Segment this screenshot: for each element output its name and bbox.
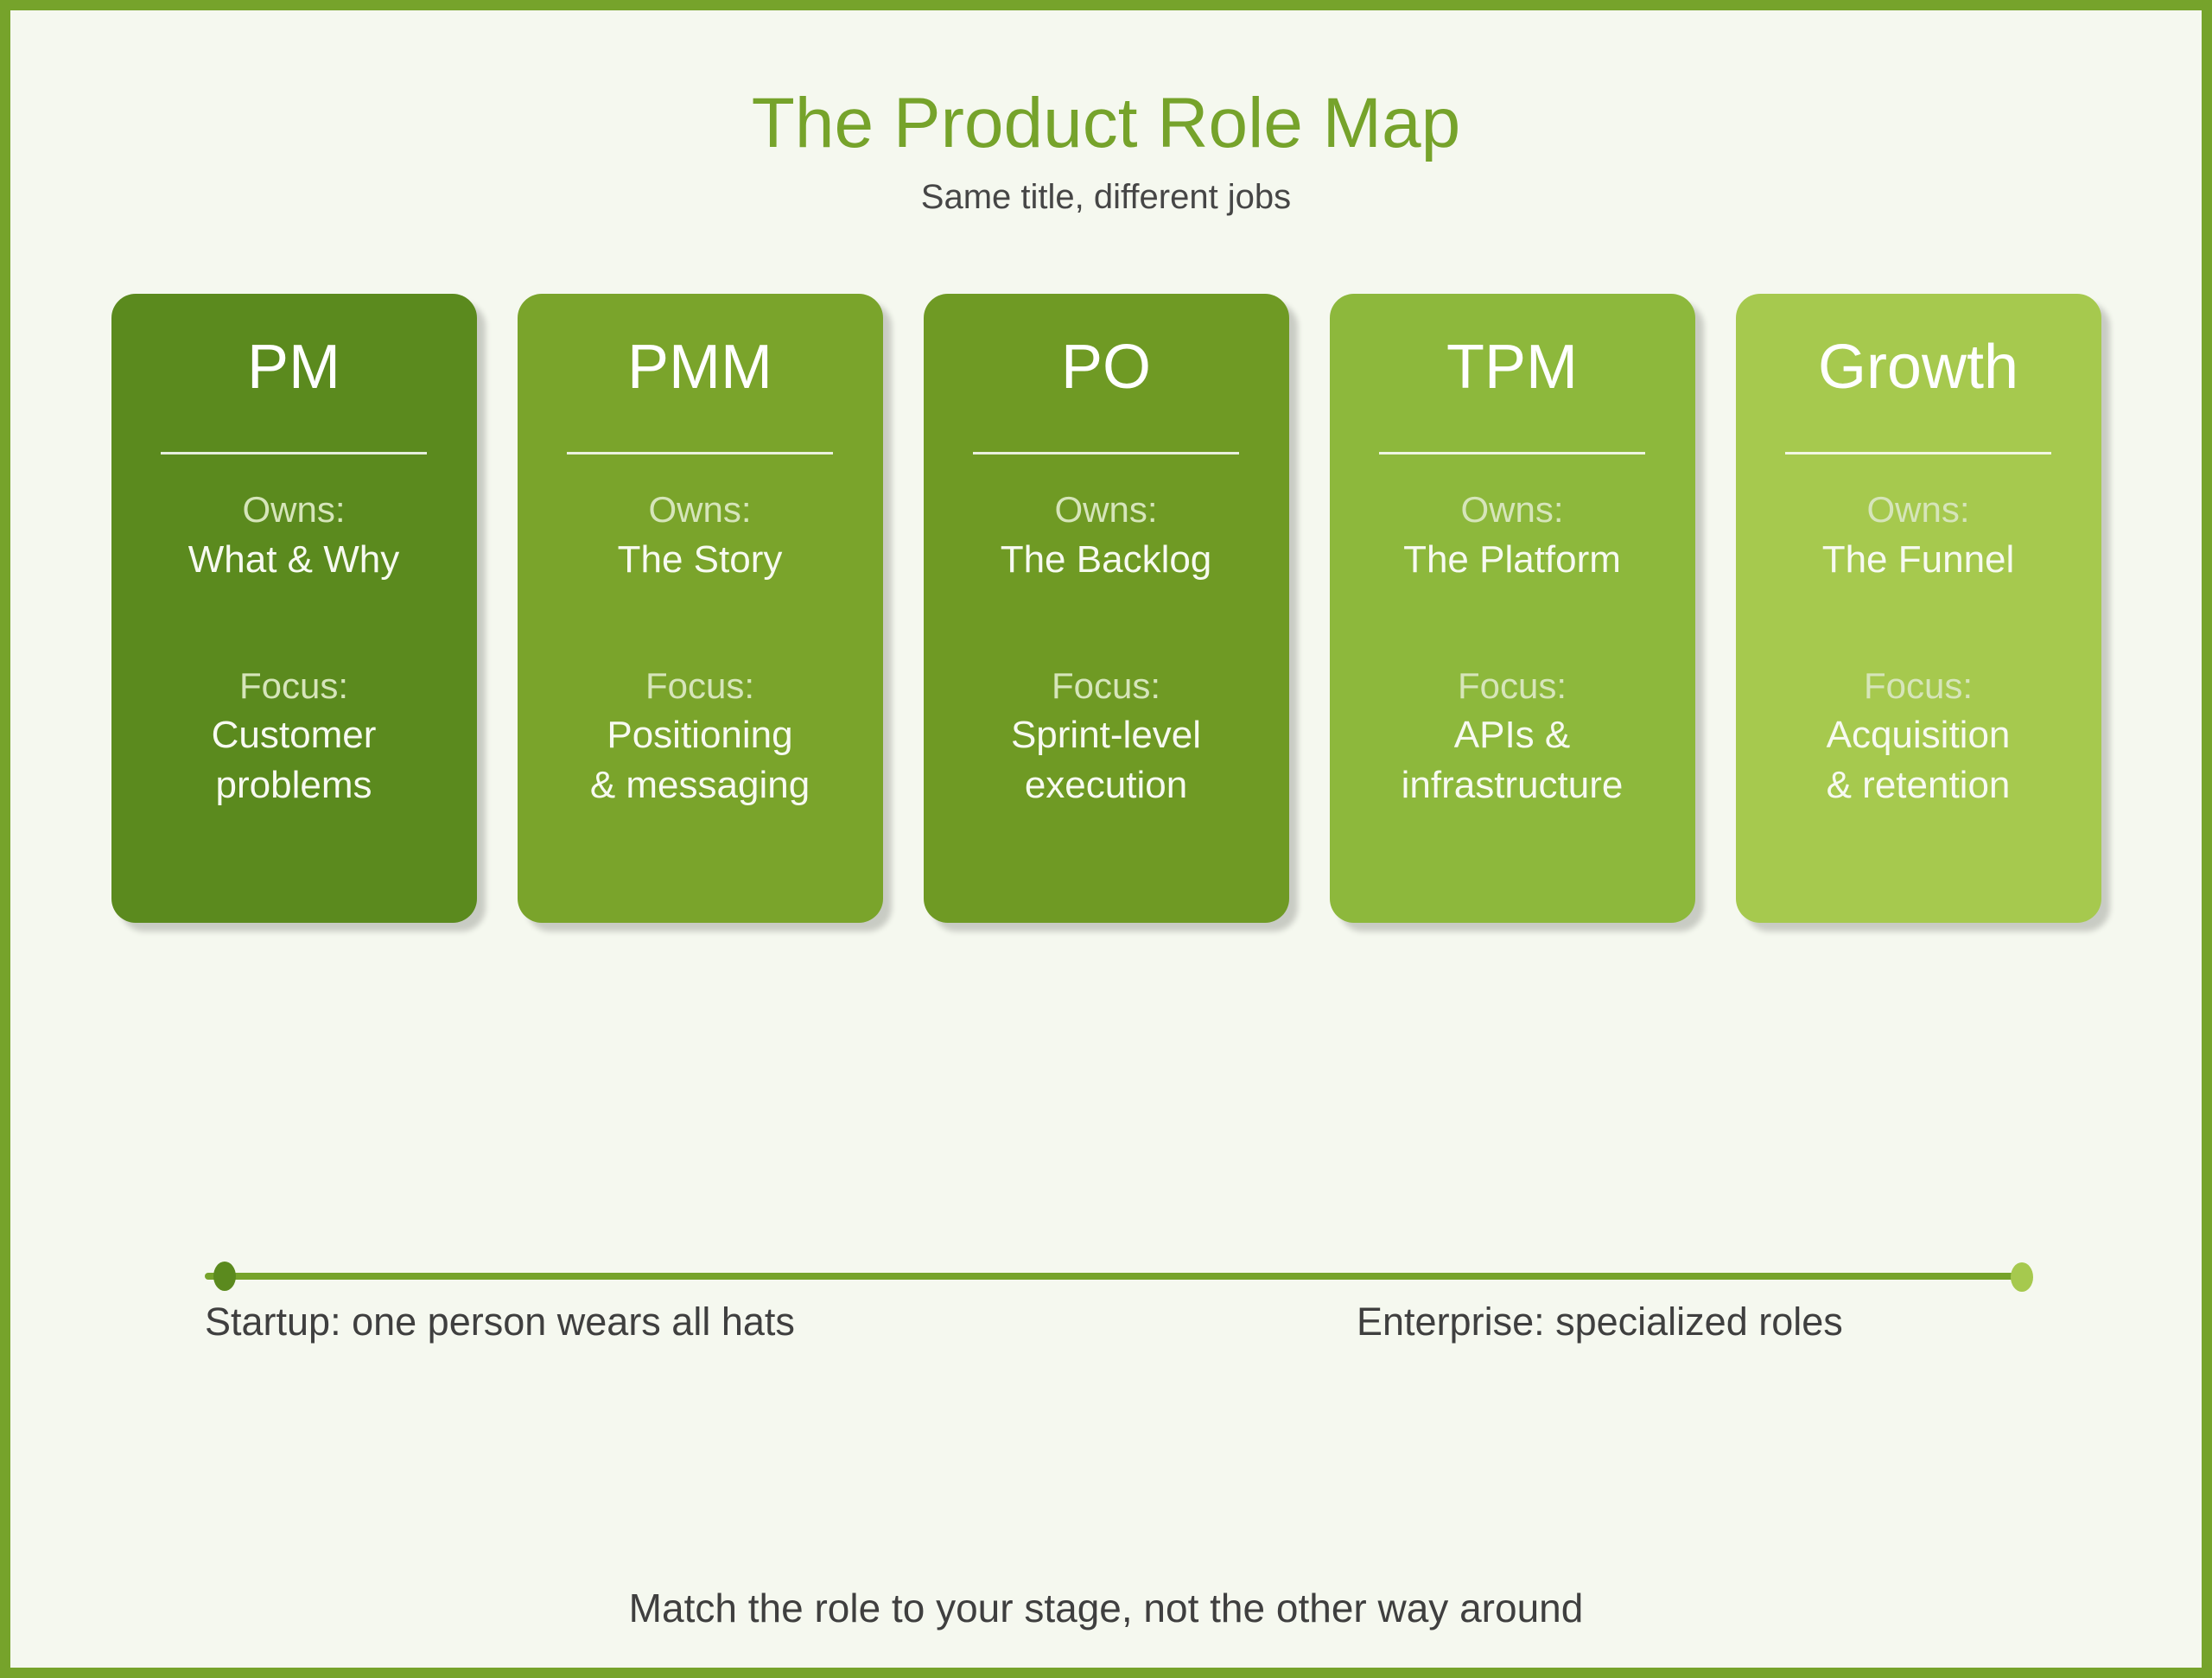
card-title: PO <box>1060 333 1152 402</box>
focus-value: Acquisition & retention <box>1826 714 2011 806</box>
card-divider <box>567 452 833 455</box>
card-divider <box>973 452 1239 455</box>
role-cards-row: PM Owns: What & Why Focus: Customer prob… <box>10 294 2202 923</box>
spectrum-line <box>205 1273 2024 1280</box>
role-card-po: PO Owns: The Backlog Focus: Sprint-level… <box>923 294 1289 923</box>
spectrum-label-enterprise: Enterprise: specialized roles <box>1357 1300 1843 1344</box>
owns-value: The Funnel <box>1821 537 2015 581</box>
role-card-pm: PM Owns: What & Why Focus: Customer prob… <box>111 294 477 923</box>
focus-label: Focus: <box>238 664 349 706</box>
focus-label: Focus: <box>1863 664 1974 706</box>
card-title: PMM <box>627 333 772 402</box>
focus-value: APIs & infrastructure <box>1401 714 1624 806</box>
owns-value: What & Why <box>188 537 400 581</box>
owns-label: Owns: <box>242 489 346 531</box>
page-title: The Product Role Map <box>751 84 1461 162</box>
page-subtitle: Same title, different jobs <box>920 178 1292 216</box>
focus-label: Focus: <box>645 664 755 706</box>
owns-label: Owns: <box>648 489 752 531</box>
footer-note: Match the role to your stage, not the ot… <box>628 1586 1584 1630</box>
owns-label: Owns: <box>1866 489 1970 531</box>
owns-label: Owns: <box>1460 489 1564 531</box>
focus-label: Focus: <box>1051 664 1161 706</box>
owns-value: The Story <box>617 537 783 581</box>
owns-value: The Platform <box>1403 537 1621 581</box>
card-divider <box>1785 452 2051 455</box>
owns-label: Owns: <box>1054 489 1158 531</box>
focus-label: Focus: <box>1457 664 1567 706</box>
focus-value: Sprint-level execution <box>1010 714 1202 806</box>
role-card-growth: Growth Owns: The Funnel Focus: Acquisiti… <box>1735 294 2101 923</box>
card-title: PM <box>247 333 340 402</box>
focus-value: Customer problems <box>211 714 377 806</box>
card-title: TPM <box>1446 333 1578 402</box>
card-divider <box>1379 452 1645 455</box>
owns-value: The Backlog <box>1000 537 1212 581</box>
spectrum-dot-enterprise <box>2011 1262 2033 1292</box>
focus-value: Positioning & messaging <box>589 714 810 806</box>
role-card-tpm: TPM Owns: The Platform Focus: APIs & inf… <box>1329 294 1695 923</box>
role-card-pmm: PMM Owns: The Story Focus: Positioning &… <box>517 294 883 923</box>
card-title: Growth <box>1817 333 2019 402</box>
spectrum-dot-startup <box>213 1262 236 1291</box>
spectrum-label-startup: Startup: one person wears all hats <box>205 1300 795 1344</box>
card-divider <box>161 452 427 455</box>
